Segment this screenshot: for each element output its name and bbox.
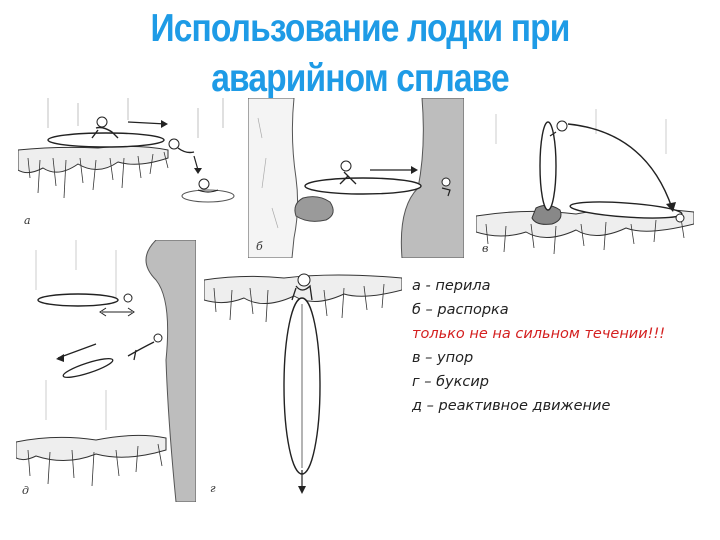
- legend-warning: только не на сильном течении!!!: [412, 326, 666, 342]
- panel-letter-a: а: [24, 214, 31, 227]
- illustration-b: б: [248, 98, 464, 258]
- legend: а - перила б – распорка только не на сил…: [412, 274, 712, 418]
- panel-letter-b: б: [256, 240, 263, 253]
- panel-letter-g: г: [210, 482, 216, 495]
- illustration-d: д: [16, 240, 196, 502]
- illustration-v: в: [476, 109, 694, 255]
- illustration-panel-v: в: [476, 104, 694, 260]
- legend-line-v: в – упор: [412, 350, 474, 366]
- illustration-a: а: [18, 98, 235, 227]
- illustration-panel-d: д: [16, 240, 196, 502]
- illustration-g: г: [204, 273, 402, 495]
- legend-line-a: а - перила: [412, 278, 491, 294]
- illustration-panel-g: г: [204, 264, 402, 500]
- slide-title: Использование лодки при аварийном сплаве: [111, 4, 610, 104]
- title-line-1: Использование лодки при: [150, 7, 570, 50]
- panel-letter-d: д: [22, 484, 29, 497]
- title-line-2: аварийном сплаве: [211, 57, 509, 100]
- panel-letter-v: в: [482, 242, 488, 255]
- illustration-panel-b: б: [248, 98, 464, 258]
- legend-line-b: б – распорка: [412, 302, 509, 318]
- legend-line-d: д – реактивное движение: [412, 398, 611, 414]
- illustration-panel-a: а: [18, 98, 242, 232]
- legend-line-g: г – буксир: [412, 374, 489, 390]
